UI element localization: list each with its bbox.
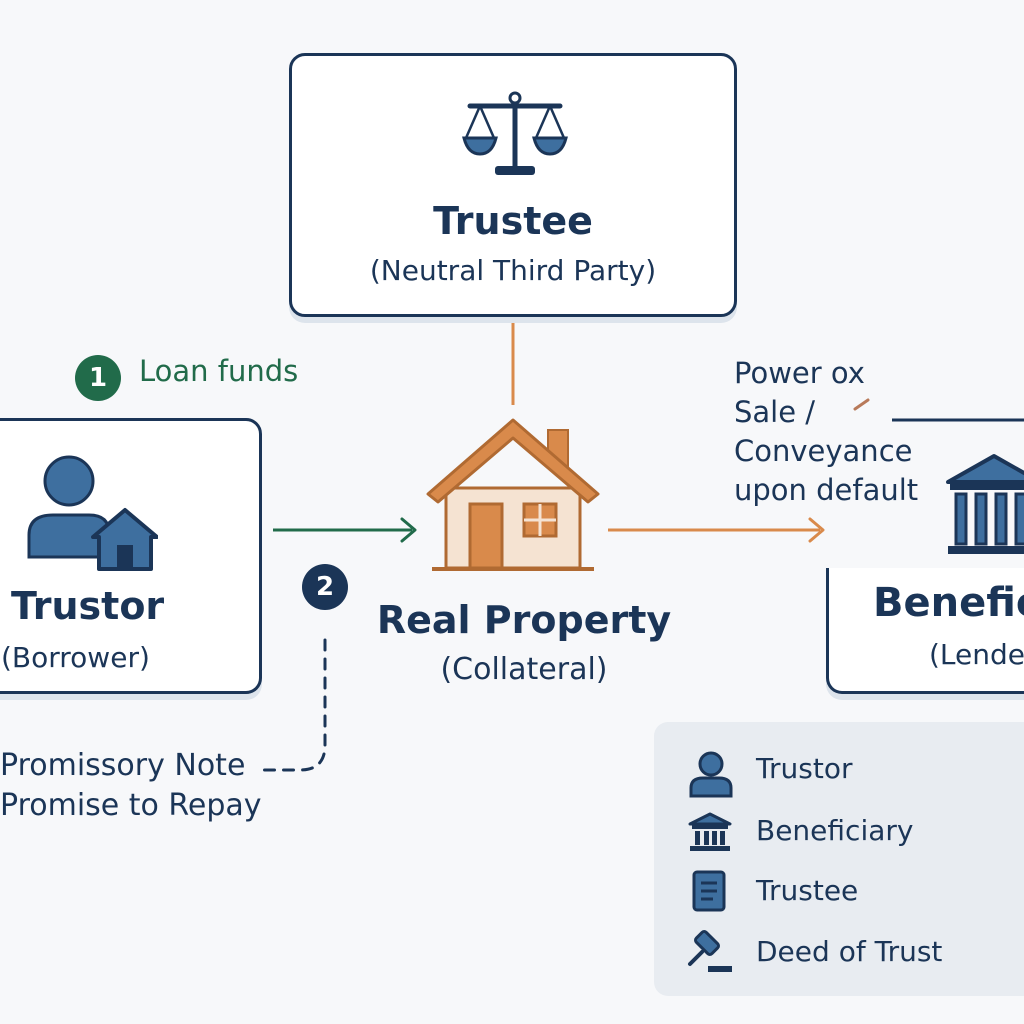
borrower-icon [23,453,158,573]
power-of-sale-line4: upon default [734,473,919,507]
beneficiary-subtitle: (Lende [929,638,1024,671]
house-icon [424,416,602,574]
promissory-note-line2: Promise to Repay [0,788,262,823]
promissory-note-line1: Promissory Note [0,748,246,783]
loan-funds-label: Loan funds [139,354,299,388]
power-of-sale-line3: Conveyance [734,434,913,468]
legend-person-icon [688,750,734,798]
legend-label-deed-of-trust: Deed of Trust [756,935,943,968]
promissory-note-connector [260,638,327,772]
step-2-badge: 2 [302,564,348,610]
bank-icon [946,452,1024,556]
trustee-subtitle: (Neutral Third Party) [369,254,657,287]
real-property-title: Real Property [376,598,672,642]
trustor-card: Trustor (Borrower) [0,418,262,694]
legend-document-icon [692,870,728,914]
step-1-badge: 1 [75,355,121,401]
legend-gavel-icon [686,930,734,974]
trustee-title: Trustee [433,199,593,243]
beneficiary-card: Benefic (Lende [826,568,1024,694]
beneficiary-title: Benefic [873,580,1024,626]
legend-panel: Trustor Beneficiary Trustee Deed of Tru [654,722,1024,996]
legend-label-trustor: Trustor [756,752,853,785]
legend-label-beneficiary: Beneficiary [756,814,914,847]
legend-label-trustee: Trustee [756,874,859,907]
real-property-subtitle: (Collateral) [440,652,608,687]
power-of-sale-line2: Sale / [734,395,816,429]
trustee-card: Trustee (Neutral Third Party) [289,53,737,317]
scales-icon [462,90,568,180]
power-of-sale-line1: Power ox [734,356,865,390]
legend-bank-icon [688,812,732,852]
trustor-title: Trustor [11,584,165,628]
power-of-sale-label: Power ox Sale / Conveyance upon default [734,354,918,510]
trustor-subtitle: (Borrower) [1,641,150,674]
promissory-note-label: Promissory Note Promise to Repay [0,746,262,826]
